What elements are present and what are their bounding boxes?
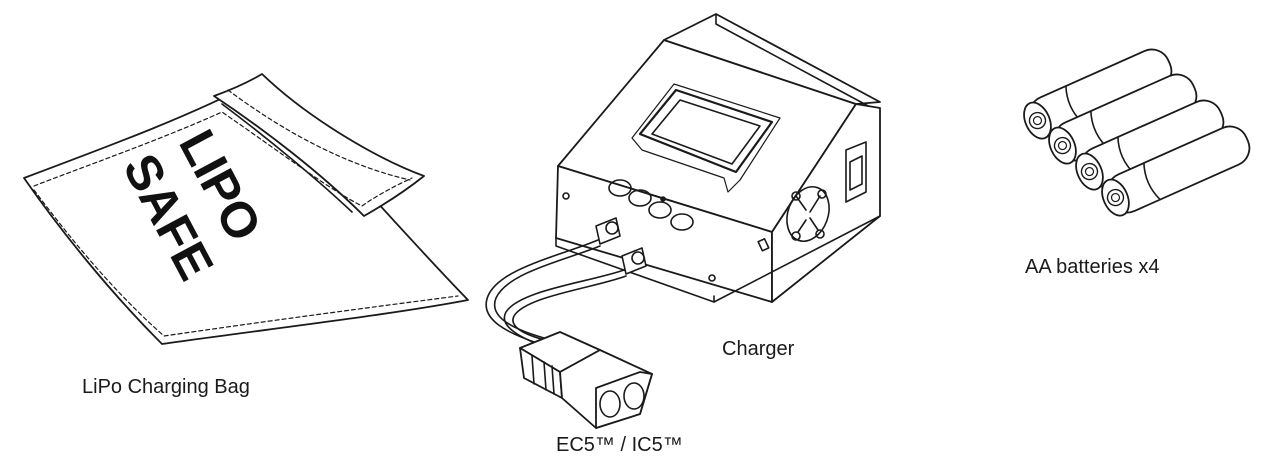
charger-lcd-screen (651, 99, 761, 165)
ec5-housing-ribs (531, 355, 555, 395)
charger-buttons (608, 179, 694, 231)
charger-output-plugs (595, 217, 647, 275)
lead-wire-black-inner (512, 275, 627, 343)
caption-charger: Charger (722, 338, 795, 360)
bag-stitching-edge (33, 189, 459, 337)
caption-aa-batteries: AA batteries x4 (1025, 256, 1160, 278)
ec5-pin-right (623, 382, 645, 410)
charger-power-inlet (845, 141, 867, 203)
charger-switch (757, 237, 770, 252)
bag-body (23, 77, 469, 345)
ec5-connector-lead (485, 239, 653, 429)
caption-lipo-charging-bag: LiPo Charging Bag (82, 376, 250, 398)
charger-base-lip-right (713, 215, 881, 303)
charger-button-2 (628, 189, 652, 207)
charger-back-rim (715, 13, 873, 109)
aa-battery-4 (1101, 125, 1251, 217)
bag-stitching (33, 111, 413, 207)
bag-stitching-flap (227, 89, 411, 181)
charger-button-1 (608, 179, 632, 197)
caption-ec5-connector: EC5™ / IC5™ (556, 434, 683, 456)
lead-wire-red (485, 239, 599, 345)
charger-back-wall (663, 13, 881, 105)
charger-fan (786, 186, 830, 242)
charger-button-4 (670, 213, 694, 231)
ec5-pin-left (599, 390, 621, 418)
lipo-charging-bag: LIPO SAFE (23, 73, 469, 345)
bag-flap (213, 73, 425, 217)
bag-flap-crease (221, 103, 353, 213)
charger-screw-right (708, 274, 716, 282)
lead-wire-black (503, 269, 625, 349)
aa-battery-1 (1023, 48, 1173, 140)
aa-battery-2 (1048, 73, 1198, 165)
charger-base-lip (555, 237, 715, 303)
charger-screw-left (562, 192, 570, 200)
charger-power-inlet-socket (849, 155, 863, 191)
charger-button-3 (648, 201, 672, 219)
charger-lcd-frame (638, 88, 774, 174)
charger (555, 13, 881, 303)
charger-led (660, 196, 666, 202)
charger-lcd-bezel (631, 83, 781, 193)
aa-batteries (1023, 48, 1251, 217)
lead-wire-red-inner (493, 245, 601, 339)
